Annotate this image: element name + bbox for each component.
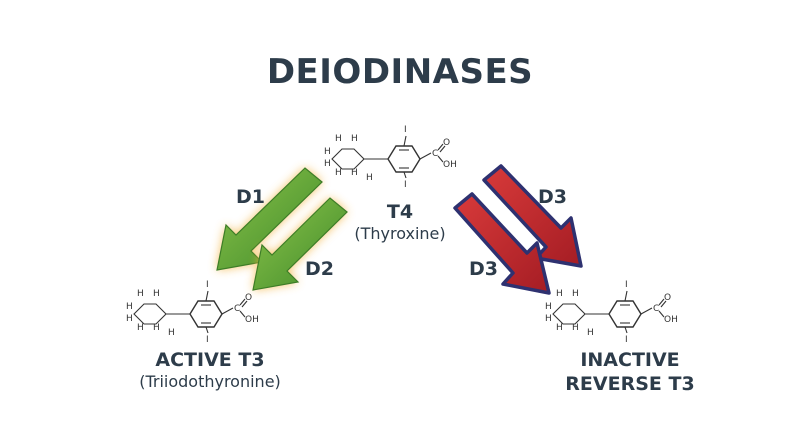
t4-label: T4 (Thyroxine): [340, 200, 460, 244]
d3-lower-arrow: [453, 192, 551, 295]
d3-upper-arrow: [482, 164, 583, 268]
active-t3-subname: (Triiodothyronine): [139, 372, 281, 391]
t4-name: T4: [386, 201, 414, 223]
d1-arrow: [216, 167, 323, 271]
diagram-title: DEIODINASES: [266, 52, 534, 92]
active-t3-structure: [125, 279, 260, 346]
d2-arrow: [252, 197, 348, 291]
t4-structure: [323, 124, 458, 191]
d1-label: D1: [236, 186, 265, 208]
active-t3-label: ACTIVE T3 (Triiodothyronine): [100, 348, 320, 392]
reverse-t3-name-line2: REVERSE T3: [565, 373, 695, 395]
d3-lower-label: D3: [469, 258, 498, 280]
d2-label: D2: [305, 258, 334, 280]
d3-upper-label: D3: [538, 186, 567, 208]
reverse-t3-label: INACTIVE REVERSE T3: [520, 348, 740, 396]
active-t3-name: ACTIVE T3: [155, 349, 265, 371]
reverse-t3-structure: [544, 279, 679, 346]
t4-subname: (Thyroxine): [354, 224, 446, 243]
reverse-t3-name-line1: INACTIVE: [580, 349, 680, 371]
